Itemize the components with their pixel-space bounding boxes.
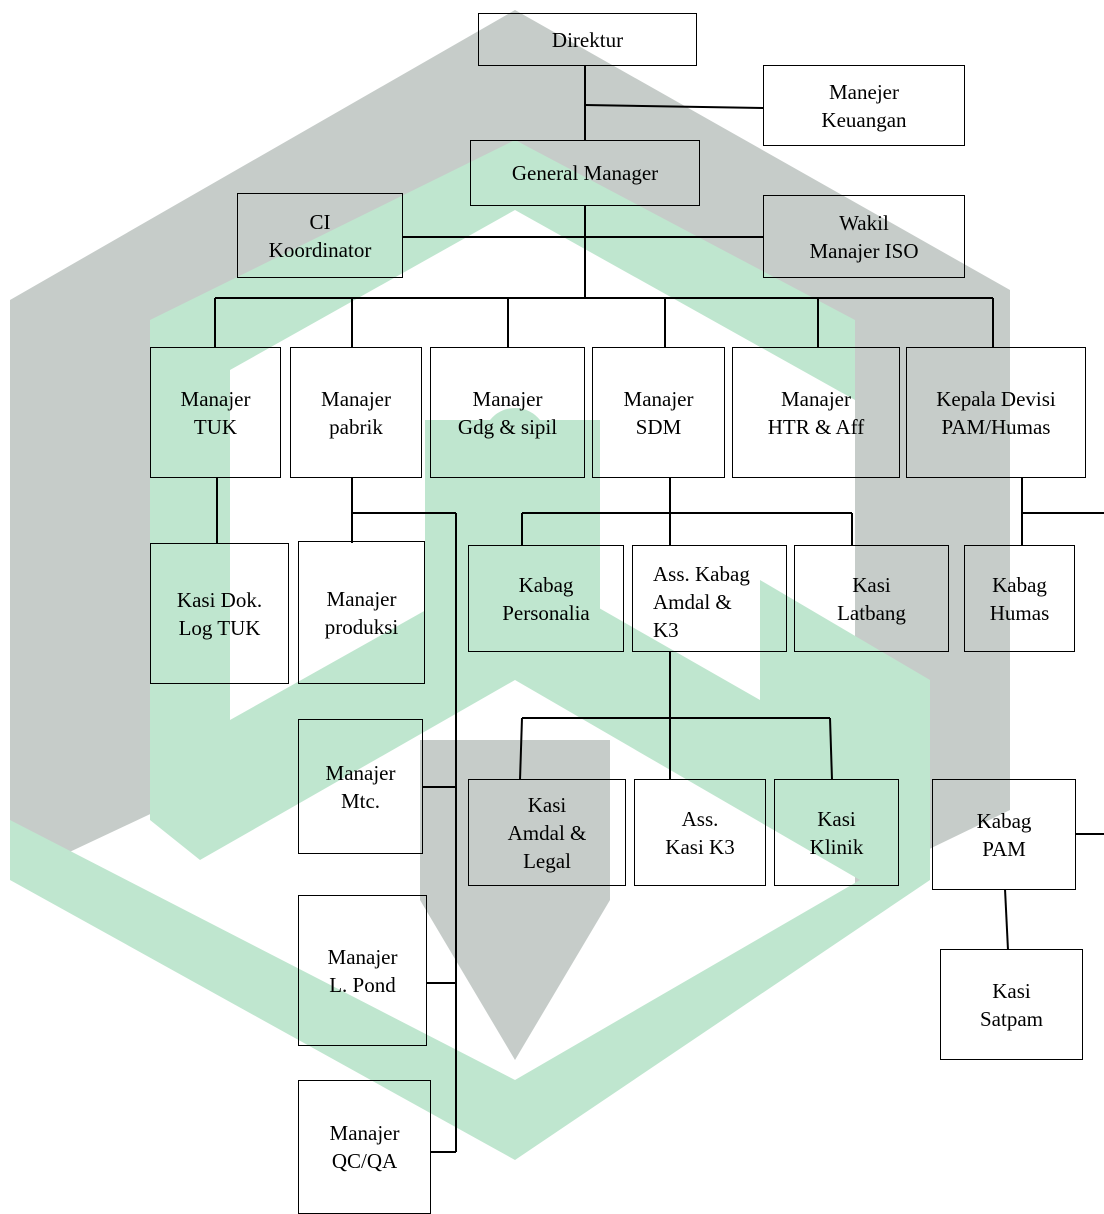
box-manejer-keuangan: Manejer Keuangan — [763, 65, 965, 146]
label-manajer-sdm: Manajer SDM — [623, 386, 694, 439]
box-kasi-latbang: Kasi Latbang — [794, 545, 949, 652]
box-manajer-pabrik: Manajer pabrik — [290, 347, 422, 478]
box-general-manager: General Manager — [470, 140, 700, 206]
box-kabag-personalia: Kabag Personalia — [468, 545, 624, 652]
box-kabag-humas: Kabag Humas — [964, 545, 1075, 652]
label-kabag-pam: Kabag PAM — [976, 808, 1032, 861]
box-kepala-devisi-pam-humas: Kepala Devisi PAM/Humas — [906, 347, 1086, 478]
label-manajer-mtc: Manajer Mtc. — [325, 760, 396, 813]
label-general-manager: General Manager — [511, 161, 659, 185]
box-manajer-l-pond: Manajer L. Pond — [298, 895, 427, 1046]
label-manajer-l-pond: Manajer L. Pond — [327, 944, 398, 997]
label-kasi-satpam: Kasi Satpam — [980, 978, 1043, 1031]
box-kasi-dok-log-tuk: Kasi Dok. Log TUK — [150, 543, 289, 684]
label-ass-kabag-amdal-k3: Ass. Kabag Amdal & K3 — [653, 562, 750, 642]
label-manajer-htr-aff: Manajer HTR & Aff — [767, 386, 865, 439]
watermark-gray-pen — [420, 740, 610, 1060]
box-manajer-tuk: Manajer TUK — [150, 347, 281, 478]
box-ci-koordinator: CI Koordinator — [237, 193, 403, 278]
label-ass-kasi-k3: Ass. Kasi K3 — [665, 806, 735, 859]
box-kabag-pam: Kabag PAM — [932, 779, 1076, 890]
box-ass-kasi-k3: Ass. Kasi K3 — [634, 779, 766, 886]
watermark-gray-hexagon — [10, 10, 1010, 885]
box-manajer-htr-aff: Manajer HTR & Aff — [732, 347, 900, 478]
label-manajer-produksi: Manajer produksi — [324, 586, 399, 639]
watermark-green-chevron — [10, 140, 930, 1160]
label-manajer-pabrik: Manajer pabrik — [321, 386, 391, 439]
label-manajer-tuk: Manajer TUK — [180, 386, 251, 439]
label-manajer-qc-qa: Manajer QC/QA — [329, 1121, 400, 1173]
label-kabag-humas: Kabag Humas — [989, 572, 1050, 625]
box-manajer-sdm: Manajer SDM — [592, 347, 725, 478]
box-wakil-manajer-iso: Wakil Manajer ISO — [763, 195, 965, 278]
label-manajer-gdg-sipil: Manajer Gdg & sipil — [457, 386, 558, 439]
label-kepala-devisi-pam-humas: Kepala Devisi PAM/Humas — [936, 386, 1056, 439]
box-kasi-satpam: Kasi Satpam — [940, 949, 1083, 1060]
watermark-pen-hole — [483, 408, 547, 472]
box-kasi-klinik: Kasi Klinik — [774, 779, 899, 886]
label-kasi-klinik: Kasi Klinik — [809, 806, 864, 859]
box-manajer-qc-qa: Manajer QC/QA — [298, 1080, 431, 1214]
box-kasi-amdal-legal: Kasi Amdal & Legal — [468, 779, 626, 886]
box-manajer-mtc: Manajer Mtc. — [298, 719, 423, 854]
label-kabag-personalia: Kabag Personalia — [502, 572, 590, 625]
label-wakil-manajer-iso: Wakil Manajer ISO — [809, 210, 919, 263]
box-manajer-produksi: Manajer produksi — [298, 541, 425, 684]
box-ass-kabag-amdal-k3: Ass. Kabag Amdal & K3 — [632, 545, 787, 652]
label-kasi-latbang: Kasi Latbang — [837, 572, 906, 625]
box-manajer-gdg-sipil: Manajer Gdg & sipil — [430, 347, 585, 478]
label-ci-koordinator: CI Koordinator — [268, 209, 372, 262]
label-manejer-keuangan: Manejer Keuangan — [821, 79, 907, 132]
label-kasi-amdal-legal: Kasi Amdal & Legal — [507, 792, 587, 873]
label-kasi-dok-log-tuk: Kasi Dok. Log TUK — [176, 587, 263, 640]
label-direktur: Direktur — [551, 27, 624, 52]
box-direktur: Direktur — [478, 13, 697, 66]
